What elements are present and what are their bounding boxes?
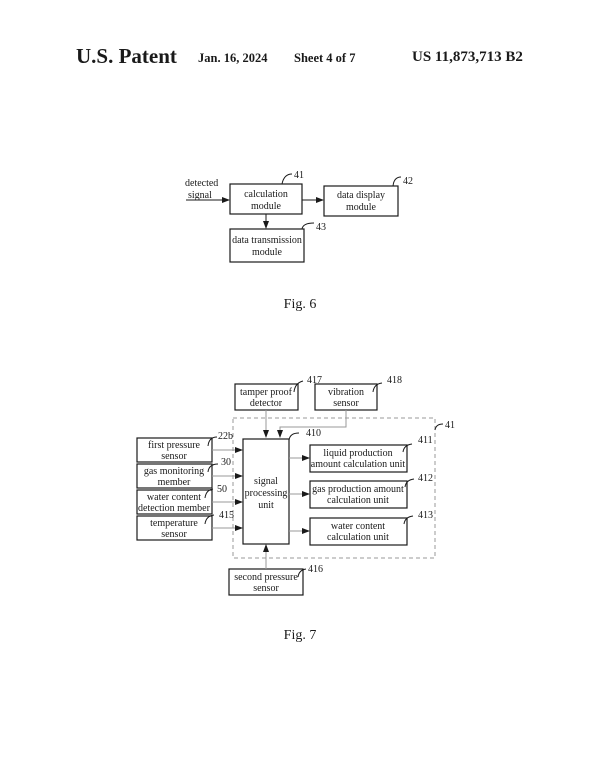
box-label-line: processing bbox=[245, 488, 288, 499]
sheet-number: Sheet 4 of 7 bbox=[294, 51, 356, 65]
box-label-line: calculation unit bbox=[327, 495, 389, 506]
box-label-line: liquid production bbox=[323, 448, 392, 459]
box-label-line: amount calculation unit bbox=[311, 459, 406, 470]
box-label-line: calculation unit bbox=[327, 532, 389, 543]
fig7-vibration-sensor: vibration sensor 418 bbox=[314, 375, 402, 411]
patent-date: Jan. 16, 2024 bbox=[198, 51, 268, 65]
box-label-line: module bbox=[251, 201, 282, 212]
box-label-line: member bbox=[158, 477, 191, 488]
fig7-water-content-calc-unit: water content calculation unit 413 bbox=[309, 510, 433, 546]
box-label-line: gas production amount bbox=[312, 484, 404, 495]
ref-number: 30 bbox=[221, 457, 231, 468]
box-label-line: temperature bbox=[150, 518, 198, 529]
ref-number: 50 bbox=[217, 484, 227, 495]
fig6-diagram: detected signal calculation module 41 da… bbox=[185, 170, 413, 312]
box-label-line: tamper proof bbox=[240, 387, 293, 398]
ref-number: 418 bbox=[387, 375, 402, 386]
box-label-line: data display bbox=[337, 190, 385, 201]
fig6-input-label-line1: detected bbox=[185, 178, 218, 189]
box-label-line: sensor bbox=[333, 398, 359, 409]
ref-number: 41 bbox=[294, 170, 304, 181]
fig6-data-display-module: data display module 42 bbox=[323, 176, 413, 217]
ref-number: 413 bbox=[418, 510, 433, 521]
fig7-caption: Fig. 7 bbox=[284, 628, 317, 643]
box-label-line: detector bbox=[250, 398, 283, 409]
box-label-line: sensor bbox=[161, 451, 187, 462]
fig7-second-pressure-sensor: second pressure sensor 416 bbox=[228, 564, 323, 596]
box-label-line: vibration bbox=[328, 387, 364, 398]
fig7-gas-production-calc-unit: gas production amount calculation unit 4… bbox=[309, 473, 433, 509]
box-label-line: sensor bbox=[253, 583, 279, 594]
box-label-line: module bbox=[346, 202, 377, 213]
fig6-calculation-module: calculation module 41 bbox=[229, 170, 304, 215]
fig7-liquid-production-calc-unit: liquid production amount calculation uni… bbox=[309, 435, 433, 473]
box-label-line: water content bbox=[147, 492, 201, 503]
fig7-vibration-arrow bbox=[277, 410, 347, 438]
ref-number: 22b bbox=[218, 431, 233, 442]
box-label-line: first pressure bbox=[148, 440, 200, 451]
fig7-first-pressure-sensor: first pressure sensor 22b bbox=[136, 431, 233, 463]
fig6-data-transmission-module: data transmission module 43 bbox=[229, 222, 326, 263]
fig6-input-label-line2: signal bbox=[188, 190, 212, 201]
box-label-line: gas monitoring bbox=[144, 466, 204, 477]
patent-title: U.S. Patent bbox=[76, 44, 177, 68]
fig7-group-boundary bbox=[232, 417, 436, 559]
patent-number: US 11,873,713 B2 bbox=[412, 49, 523, 65]
box-label-line: detection member bbox=[138, 503, 211, 514]
box-label-line: sensor bbox=[161, 529, 187, 540]
ref-number: 415 bbox=[219, 510, 234, 521]
box-label-line: module bbox=[252, 247, 283, 258]
ref-number: 412 bbox=[418, 473, 433, 484]
ref-number: 410 bbox=[306, 428, 321, 439]
fig6-caption: Fig. 6 bbox=[284, 297, 317, 312]
ref-number: 417 bbox=[307, 375, 322, 386]
ref-number: 416 bbox=[308, 564, 323, 575]
box-label-line: unit bbox=[258, 500, 274, 511]
ref-number: 43 bbox=[316, 222, 326, 233]
fig7-tamper-proof-detector: tamper proof detector 417 bbox=[234, 375, 322, 411]
fig7-group-ref: 41 bbox=[445, 420, 455, 431]
box-label-line: data transmission bbox=[232, 235, 302, 246]
ref-number: 411 bbox=[418, 435, 433, 446]
fig7-diagram: 41 tamper proof detector 417 vibration s… bbox=[136, 375, 455, 643]
box-label-line: calculation bbox=[244, 189, 288, 200]
fig7-signal-processing-unit: signal processing unit 410 bbox=[242, 428, 321, 545]
ref-number: 42 bbox=[403, 176, 413, 187]
box-label-line: second pressure bbox=[234, 572, 298, 583]
box-label-line: water content bbox=[331, 521, 385, 532]
box-label-line: signal bbox=[254, 476, 278, 487]
